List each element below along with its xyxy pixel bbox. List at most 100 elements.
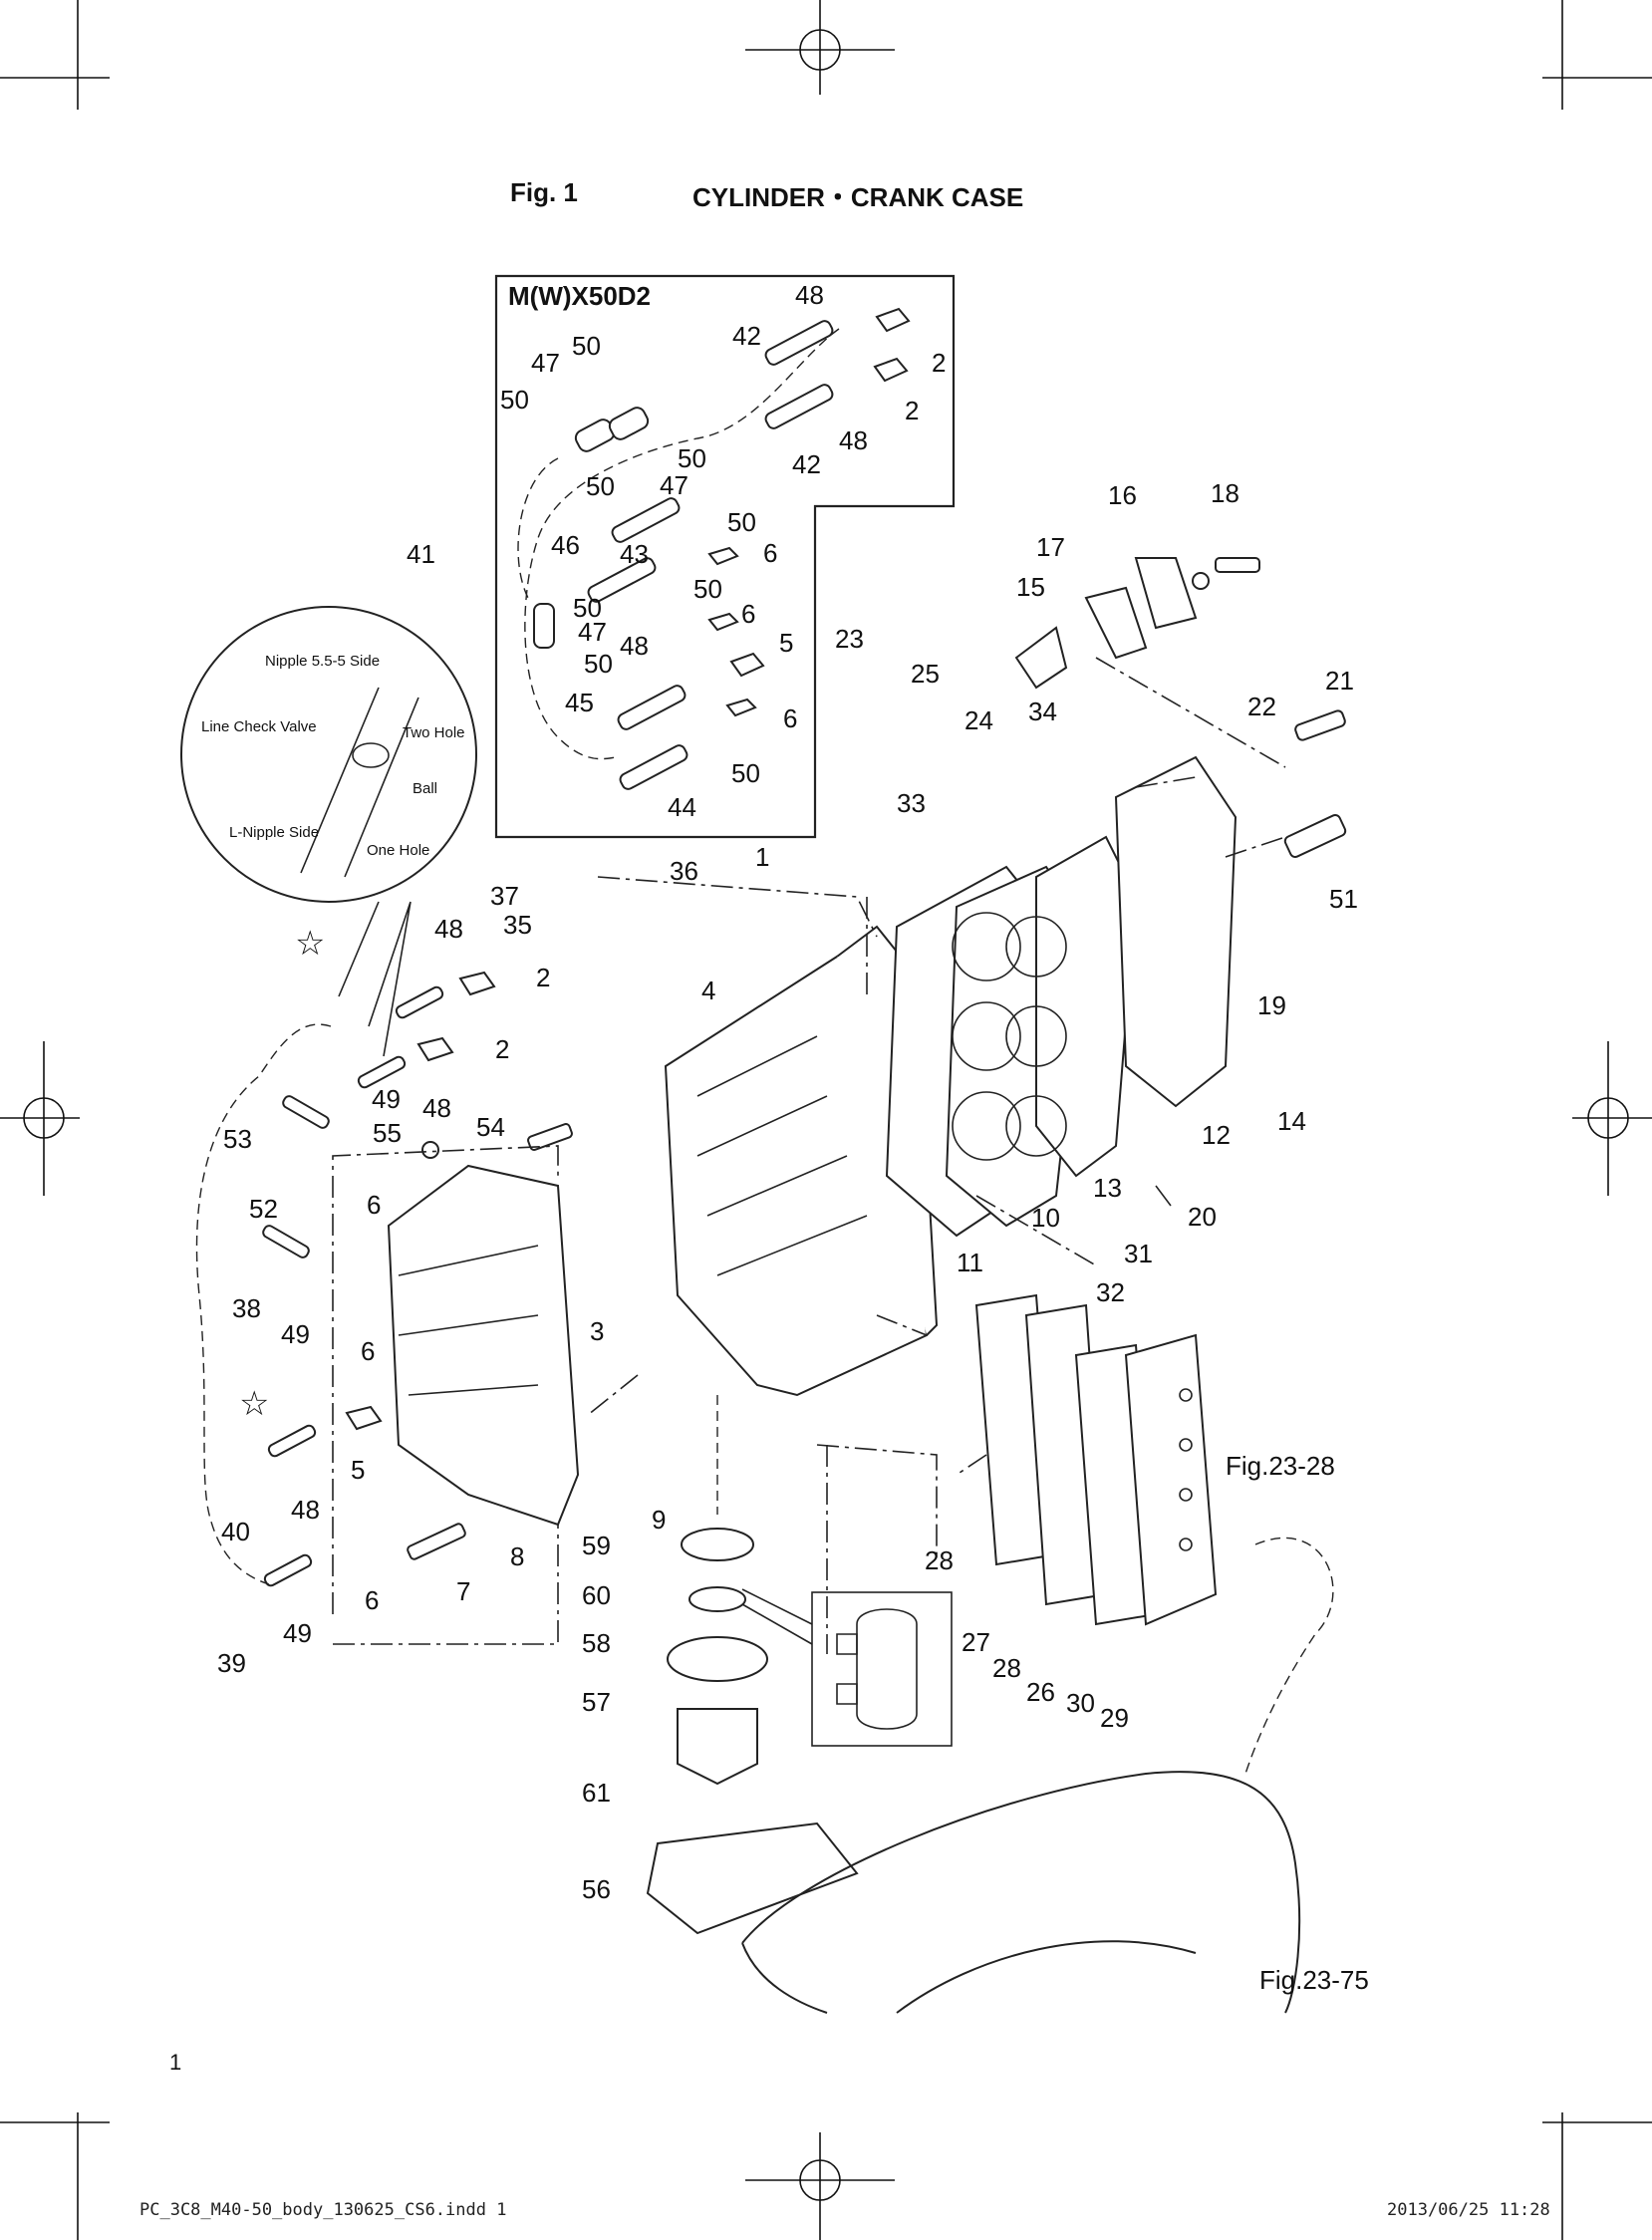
thermostat-assembly <box>1014 557 1260 690</box>
part-label: 3 <box>590 1316 604 1346</box>
part-label: 28 <box>925 1545 954 1575</box>
part-label: 15 <box>1016 572 1045 602</box>
part-label: 2 <box>905 396 919 425</box>
part-label: 40 <box>221 1517 250 1546</box>
part-label: 33 <box>897 788 926 818</box>
check-valve-detail <box>180 606 477 903</box>
part-label: 50 <box>693 574 722 604</box>
footer-timestamp: 2013/06/25 11:28 <box>1387 2200 1550 2220</box>
part-label: 48 <box>795 280 824 310</box>
part-label: 6 <box>763 538 777 568</box>
part-label: 48 <box>620 631 649 661</box>
part-label: 50 <box>573 593 602 623</box>
part-label: 6 <box>783 703 797 733</box>
part-label: 50 <box>584 649 613 679</box>
part-label: 17 <box>1036 532 1065 562</box>
cylinder-block-left <box>387 1164 580 1527</box>
part-label: 9 <box>652 1505 666 1535</box>
part-label: 55 <box>373 1118 402 1148</box>
part-label: 30 <box>1066 1688 1095 1718</box>
part-label: 16 <box>1108 480 1137 510</box>
part-label: 11 <box>957 1248 983 1277</box>
part-label: 48 <box>434 914 463 944</box>
page-number: 1 <box>169 2050 182 2075</box>
detail-label-l-nipple: L-Nipple Side <box>229 824 319 841</box>
part-label: 45 <box>565 688 594 717</box>
seal-detail-box <box>811 1591 953 1747</box>
part-label: 39 <box>217 1648 246 1678</box>
part-label: 51 <box>1329 884 1358 914</box>
part-label: 7 <box>456 1576 470 1606</box>
part-labels: 1 2 2 2 2 3 4 5 5 6 6 6 6 6 6 7 8 9 10 1… <box>217 280 1358 1904</box>
part-label: 6 <box>361 1336 375 1366</box>
part-label: 13 <box>1093 1173 1122 1203</box>
part-label: 8 <box>510 1541 524 1571</box>
part-label: 31 <box>1124 1239 1153 1268</box>
part-label: 50 <box>727 507 756 537</box>
part-label: 38 <box>232 1293 261 1323</box>
star-marker-2: ☆ <box>239 1385 269 1423</box>
part-label: 2 <box>495 1034 509 1064</box>
part-label: 47 <box>660 470 688 500</box>
inset-frame <box>494 274 956 839</box>
bottom-cowling <box>741 1771 1301 2014</box>
part-label: 6 <box>365 1585 379 1615</box>
part-label: 23 <box>835 624 864 654</box>
registration-mark-right <box>1572 1041 1652 1196</box>
part-label: 28 <box>992 1653 1021 1683</box>
part-label: 54 <box>476 1112 505 1142</box>
part-label: 26 <box>1026 1677 1055 1707</box>
lower-seals <box>646 1395 859 1935</box>
part-label: 60 <box>582 1580 611 1610</box>
part-label: 21 <box>1325 666 1354 696</box>
part-label: 25 <box>911 659 940 689</box>
detail-label-line-check-valve: Line Check Valve <box>201 718 317 735</box>
part-label: 5 <box>779 628 793 658</box>
part-label: 42 <box>732 321 761 351</box>
part-label: 6 <box>741 599 755 629</box>
part-label: 12 <box>1202 1120 1231 1150</box>
part-label: 56 <box>582 1874 611 1904</box>
part-label: 2 <box>536 963 550 992</box>
registration-mark-left <box>0 1041 80 1196</box>
part-label: 6 <box>367 1190 381 1220</box>
part-label: 14 <box>1277 1106 1306 1136</box>
part-label: 49 <box>283 1618 312 1648</box>
part-label: 46 <box>551 530 580 560</box>
inset-hoses <box>517 307 911 790</box>
part-label: 34 <box>1028 697 1057 726</box>
part-label: 48 <box>422 1093 451 1123</box>
part-label: 49 <box>372 1084 401 1114</box>
detail-label-one-hole: One Hole <box>367 842 429 859</box>
part-label: 57 <box>582 1687 611 1717</box>
part-label: 18 <box>1211 478 1239 508</box>
part-label: 43 <box>620 539 649 569</box>
figure-number: Fig. 1 <box>510 177 578 207</box>
part-label: 47 <box>578 617 607 647</box>
star-marker-1: ☆ <box>295 925 325 963</box>
inset-model-label: M(W)X50D2 <box>508 281 651 311</box>
detail-label-two-hole: Two Hole <box>403 724 465 741</box>
part-label: 19 <box>1257 990 1286 1020</box>
left-fittings <box>195 971 573 1587</box>
part-label: 50 <box>586 471 615 501</box>
part-label: 27 <box>962 1627 990 1657</box>
part-label: 44 <box>668 792 696 822</box>
part-label: 37 <box>490 881 519 911</box>
part-label: 36 <box>670 856 698 886</box>
part-label: 61 <box>582 1778 611 1808</box>
part-label: 2 <box>932 348 946 378</box>
part-label: 53 <box>223 1124 252 1154</box>
part-label: 52 <box>249 1194 278 1224</box>
part-label: 29 <box>1100 1703 1129 1733</box>
exhaust-cover-stack <box>974 1293 1218 1626</box>
part-label: 4 <box>701 976 715 1005</box>
part-label: 10 <box>1031 1203 1060 1233</box>
part-label: 50 <box>731 758 760 788</box>
registration-mark-bottom <box>745 2132 895 2240</box>
part-label: 20 <box>1188 1202 1217 1232</box>
part-label: 1 <box>755 842 769 872</box>
